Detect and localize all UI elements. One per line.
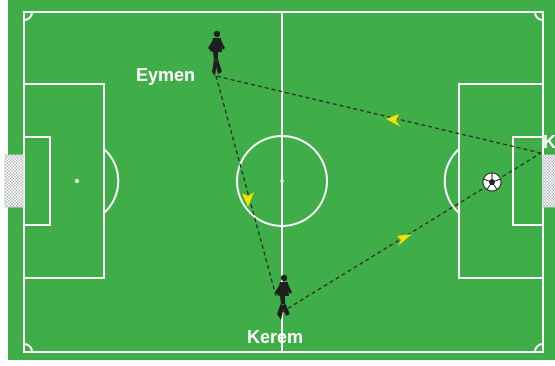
center-circle — [236, 135, 328, 227]
player-label-third: K — [543, 132, 555, 152]
player-eymen-silhouette — [208, 30, 225, 76]
left-goal-area — [23, 136, 51, 226]
pass-arrow-eymen-to-kerem — [242, 192, 254, 207]
corner-arc-bottom-left — [23, 343, 33, 353]
left-penalty-spot — [75, 179, 79, 183]
pass-arrow-third-to-eymen — [386, 114, 401, 127]
center-spot — [280, 179, 284, 183]
pass-arrow-kerem-to-third — [397, 234, 412, 246]
corner-arc-top-left — [23, 11, 33, 21]
left-goal-net — [4, 154, 24, 208]
player-label-kerem: Kerem — [247, 327, 304, 347]
player-label-eymen: Eymen — [136, 65, 196, 85]
pass-line-eymen-to-kerem — [215, 75, 277, 297]
soccer-ball-icon — [482, 172, 502, 192]
corner-arc-bottom-right — [534, 343, 544, 353]
left-penalty-arc — [103, 148, 120, 214]
right-penalty-arc — [443, 148, 460, 214]
right-goal-net — [542, 154, 555, 208]
corner-arc-top-right — [534, 11, 544, 21]
player-kerem-silhouette — [275, 274, 292, 320]
